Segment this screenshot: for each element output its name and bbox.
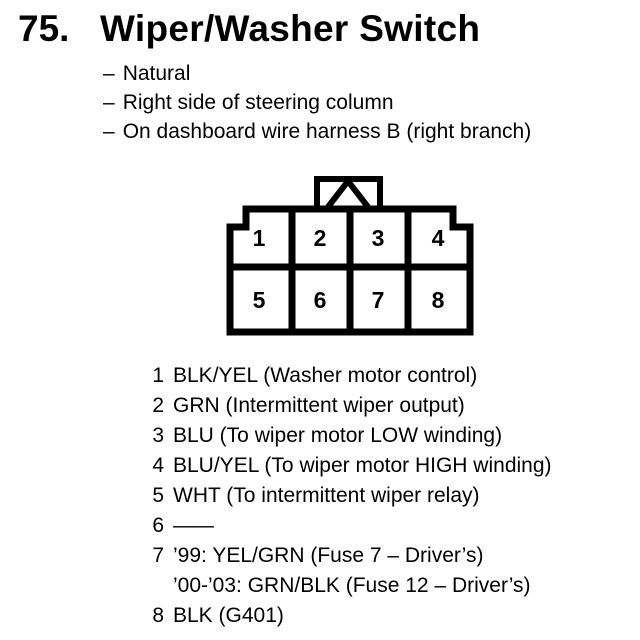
cavity-number-3: 3 bbox=[372, 225, 385, 251]
pin-number: 4 bbox=[152, 454, 164, 477]
cavity-number-7: 7 bbox=[372, 287, 385, 313]
pin-row-5: 5 WHT (To intermittent wiper relay) bbox=[146, 481, 552, 511]
cavity-number-5: 5 bbox=[253, 287, 266, 313]
connector-notes: –Natural –Right side of steering column … bbox=[103, 59, 531, 146]
pin-description: ’00-’03: GRN/BLK (Fuse 12 – Driver’s) bbox=[173, 574, 531, 597]
connector-diagram: 1 2 3 4 5 6 7 8 bbox=[223, 172, 477, 340]
pin-description: GRN (Intermittent wiper output) bbox=[173, 394, 465, 417]
pin-number: 5 bbox=[152, 484, 164, 507]
pin-number: 7 bbox=[152, 544, 164, 567]
pin-row-3: 3 BLU (To wiper motor LOW winding) bbox=[146, 421, 552, 451]
connector-svg: 1 2 3 4 5 6 7 8 bbox=[226, 176, 474, 336]
pin-number: 8 bbox=[152, 604, 164, 627]
pin-list: 1 BLK/YEL (Washer motor control) 2 GRN (… bbox=[146, 361, 552, 631]
cavity-number-1: 1 bbox=[253, 225, 266, 251]
connector-body-outline bbox=[226, 205, 474, 336]
bullet-dash: – bbox=[103, 120, 115, 143]
pin-row-8: 8 BLK (G401) bbox=[146, 601, 552, 631]
note-text: Right side of steering column bbox=[122, 91, 394, 114]
pin-description: BLK (G401) bbox=[173, 604, 284, 627]
pin-row-1: 1 BLK/YEL (Washer motor control) bbox=[146, 361, 552, 391]
note-line: –On dashboard wire harness B (right bran… bbox=[103, 117, 531, 146]
cavity-number-4: 4 bbox=[432, 225, 445, 251]
page-title: Wiper/Washer Switch bbox=[100, 8, 481, 49]
note-line: –Right side of steering column bbox=[103, 88, 531, 117]
bullet-dash: – bbox=[103, 91, 115, 114]
note-line: –Natural bbox=[103, 59, 531, 88]
pin-number: 1 bbox=[152, 364, 164, 387]
pin-row-4: 4 BLU/YEL (To wiper motor HIGH winding) bbox=[146, 451, 552, 481]
pin-description: ’99: YEL/GRN (Fuse 7 – Driver’s) bbox=[173, 544, 484, 567]
cavity-number-8: 8 bbox=[432, 287, 445, 313]
pin-number: 3 bbox=[152, 424, 164, 447]
bullet-dash: – bbox=[103, 62, 115, 85]
pin-number-blank bbox=[146, 571, 164, 601]
note-text: Natural bbox=[122, 62, 191, 85]
item-number: 75. bbox=[18, 8, 70, 49]
cavity-number-6: 6 bbox=[314, 287, 327, 313]
pin-description: —— bbox=[173, 514, 214, 537]
pin-description: BLU (To wiper motor LOW winding) bbox=[173, 424, 503, 447]
cavity-number-2: 2 bbox=[314, 225, 327, 251]
pin-number: 2 bbox=[152, 394, 164, 417]
pin-row-7: 7 ’99: YEL/GRN (Fuse 7 – Driver’s) bbox=[146, 541, 552, 571]
pin-description: WHT (To intermittent wiper relay) bbox=[173, 484, 480, 507]
pin-description: BLK/YEL (Washer motor control) bbox=[173, 364, 478, 387]
pin-number: 6 bbox=[152, 514, 164, 537]
pin-row-2: 2 GRN (Intermittent wiper output) bbox=[146, 391, 552, 421]
pin-description: BLU/YEL (To wiper motor HIGH winding) bbox=[173, 454, 552, 477]
lock-tab-triangle-icon bbox=[325, 176, 371, 209]
pin-row-7-continued: ’00-’03: GRN/BLK (Fuse 12 – Driver’s) bbox=[146, 571, 552, 601]
pin-row-6: 6 —— bbox=[146, 511, 552, 541]
note-text: On dashboard wire harness B (right branc… bbox=[122, 120, 532, 143]
